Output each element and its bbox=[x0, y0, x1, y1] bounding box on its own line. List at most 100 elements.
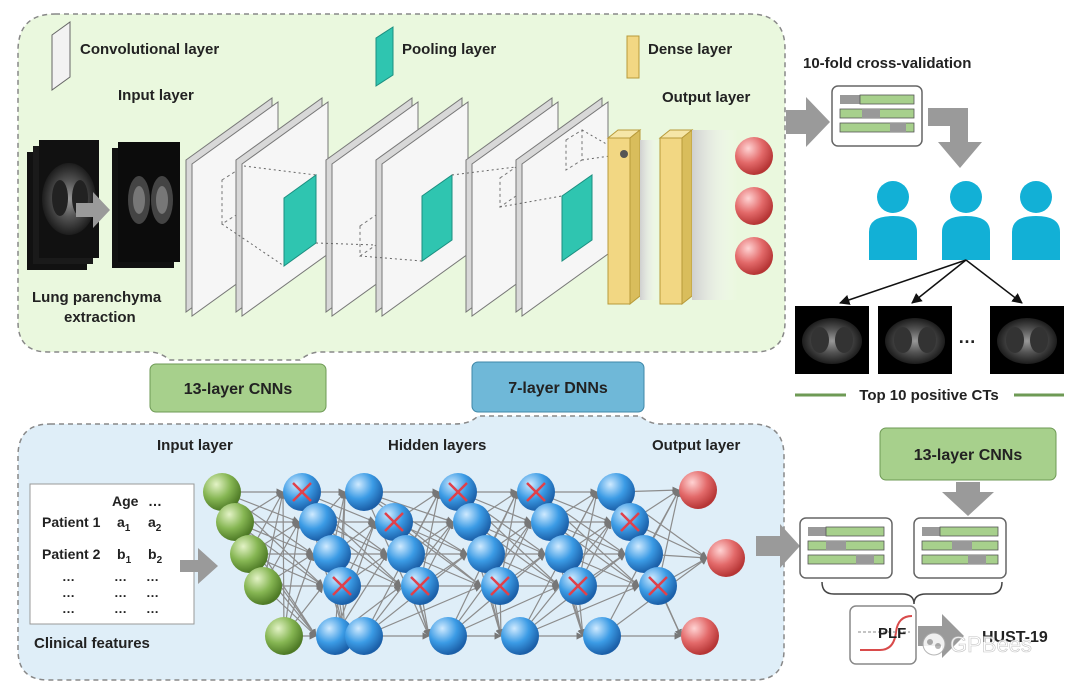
dnn-hidden-neuron bbox=[429, 617, 467, 655]
table-ellipsis: … bbox=[146, 569, 159, 584]
dense-fade-2 bbox=[692, 130, 738, 300]
table-row-2-cell-a: b1 bbox=[117, 546, 132, 566]
dnn-connection bbox=[279, 491, 287, 637]
top-ct-label: Top 10 positive CTs bbox=[859, 387, 998, 404]
legend-convolutional-label: Convolutional layer bbox=[80, 41, 219, 58]
extraction-label-line1: Lung parenchyma bbox=[32, 289, 162, 306]
dnn-neurons bbox=[203, 471, 745, 655]
plf-label: PLF bbox=[878, 625, 906, 642]
table-to-network-arrow bbox=[180, 548, 218, 584]
table-ellipsis: … bbox=[114, 601, 127, 616]
dnn-hidden-neuron bbox=[316, 617, 354, 655]
cnn-output-neuron-2 bbox=[735, 187, 773, 225]
conv-block-6 bbox=[515, 97, 609, 317]
dnn-badge-label: 7-layer DNNs bbox=[508, 380, 608, 397]
extraction-arrow bbox=[76, 192, 110, 228]
dense-fade-1 bbox=[640, 140, 660, 300]
dnn-hidden-neuron bbox=[545, 535, 583, 573]
dropout-cross-icon bbox=[568, 576, 588, 596]
legend-dense-label: Dense layer bbox=[648, 41, 732, 58]
dnn-hidden-neuron bbox=[387, 535, 425, 573]
pooling-window-2 bbox=[421, 174, 453, 262]
dropout-cross-icon bbox=[384, 512, 404, 532]
cnn-output-layer-label: Output layer bbox=[662, 89, 751, 106]
dnn-input-neuron bbox=[216, 503, 254, 541]
conv-block-2 bbox=[235, 97, 329, 317]
cnn-output-neuron-1 bbox=[735, 137, 773, 175]
dnn-hidden-neuron bbox=[625, 535, 663, 573]
dnn-output-neuron bbox=[681, 617, 719, 655]
result-doc-dnn bbox=[799, 517, 893, 579]
table-row-2-label: Patient 2 bbox=[42, 546, 101, 562]
merge-bracket bbox=[821, 581, 1003, 605]
dnn-input-neuron bbox=[244, 567, 282, 605]
dnn-connection bbox=[363, 491, 468, 555]
dnn-hidden-neuron bbox=[313, 535, 351, 573]
legend-pooling-label: Pooling layer bbox=[402, 41, 496, 58]
dense-layer-2 bbox=[658, 128, 694, 306]
dropout-cross-icon bbox=[620, 512, 640, 532]
dnn-connection bbox=[519, 585, 640, 637]
table-ellipsis: … bbox=[146, 601, 159, 616]
table-header-age: Age bbox=[112, 493, 139, 509]
dropout-cross-icon bbox=[292, 482, 312, 502]
cnn-to-crossval-arrow bbox=[786, 97, 830, 147]
table-ellipsis: … bbox=[62, 585, 75, 600]
watermark-label: GPBees bbox=[950, 632, 1032, 657]
dnn-input-layer-label: Input layer bbox=[157, 437, 233, 454]
table-ellipsis: … bbox=[62, 601, 75, 616]
person-icon bbox=[1012, 181, 1060, 260]
hust-label: HUST-19 bbox=[982, 629, 1048, 646]
dnn-connection bbox=[283, 521, 302, 637]
table-ellipsis: … bbox=[114, 569, 127, 584]
dnn-output-neuron bbox=[707, 539, 745, 577]
cnn-input-layer-label: Input layer bbox=[118, 87, 194, 104]
dropout-cross-icon bbox=[332, 576, 352, 596]
table-row-1-cell-b: a2 bbox=[148, 514, 162, 534]
pooling-window-3 bbox=[561, 174, 593, 262]
dropout-cross-icon bbox=[448, 482, 468, 502]
table-row-2-cell-b: b2 bbox=[148, 546, 163, 566]
cnn-badge: 13-layer CNNs bbox=[149, 363, 327, 413]
dnn-connection bbox=[363, 585, 482, 637]
dnn-hidden-neuron bbox=[453, 503, 491, 541]
dnn-connection bbox=[447, 585, 560, 637]
dnn-output-layer-label: Output layer bbox=[652, 437, 741, 454]
dnn-hidden-neuron bbox=[299, 503, 337, 541]
table-header-ellipsis: … bbox=[148, 493, 162, 509]
raw-ct-stack bbox=[27, 140, 99, 270]
dropout-cross-icon bbox=[648, 576, 668, 596]
crossval-title: 10-fold cross-validation bbox=[803, 55, 971, 72]
right-cnn-badge: 13-layer CNNs bbox=[879, 427, 1057, 481]
dense-layer-1 bbox=[606, 128, 642, 306]
ct-thumbnail bbox=[878, 306, 952, 374]
dnn-hidden-neuron bbox=[345, 473, 383, 511]
dnn-hidden-neuron bbox=[345, 617, 383, 655]
dnn-input-neuron bbox=[265, 617, 303, 655]
crossval-doc bbox=[831, 85, 923, 147]
people-to-ct-arrows bbox=[839, 259, 1023, 305]
dnn-input-neuron bbox=[203, 473, 241, 511]
result-doc-cnn bbox=[913, 517, 1007, 579]
dnn-to-doc-arrow bbox=[756, 524, 800, 568]
ct-thumbnail bbox=[795, 306, 869, 374]
dnn-output-neuron bbox=[679, 471, 717, 509]
dnn-input-neuron bbox=[230, 535, 268, 573]
clinical-features-caption: Clinical features bbox=[34, 635, 150, 652]
right-cnn-badge-label: 13-layer CNNs bbox=[914, 447, 1023, 464]
dnn-hidden-neuron bbox=[597, 473, 635, 511]
watermark: GPBees bbox=[922, 632, 1032, 657]
cnn-badge-label: 13-layer CNNs bbox=[184, 381, 293, 398]
cnn-output-neuron-3 bbox=[735, 237, 773, 275]
table-ellipsis: … bbox=[146, 585, 159, 600]
legend-dense: Dense layer bbox=[626, 35, 732, 79]
dnn-hidden-neuron bbox=[583, 617, 621, 655]
person-icon bbox=[942, 181, 990, 260]
ct-ellipsis: … bbox=[958, 327, 976, 347]
table-ellipsis: … bbox=[114, 585, 127, 600]
dnn-hidden-layers-label: Hidden layers bbox=[388, 437, 486, 454]
dropout-cross-icon bbox=[410, 576, 430, 596]
clinical-table: Age … Patient 1 a1 a2 Patient 2 b1 b2 … … bbox=[29, 483, 195, 625]
dropout-cross-icon bbox=[490, 576, 510, 596]
